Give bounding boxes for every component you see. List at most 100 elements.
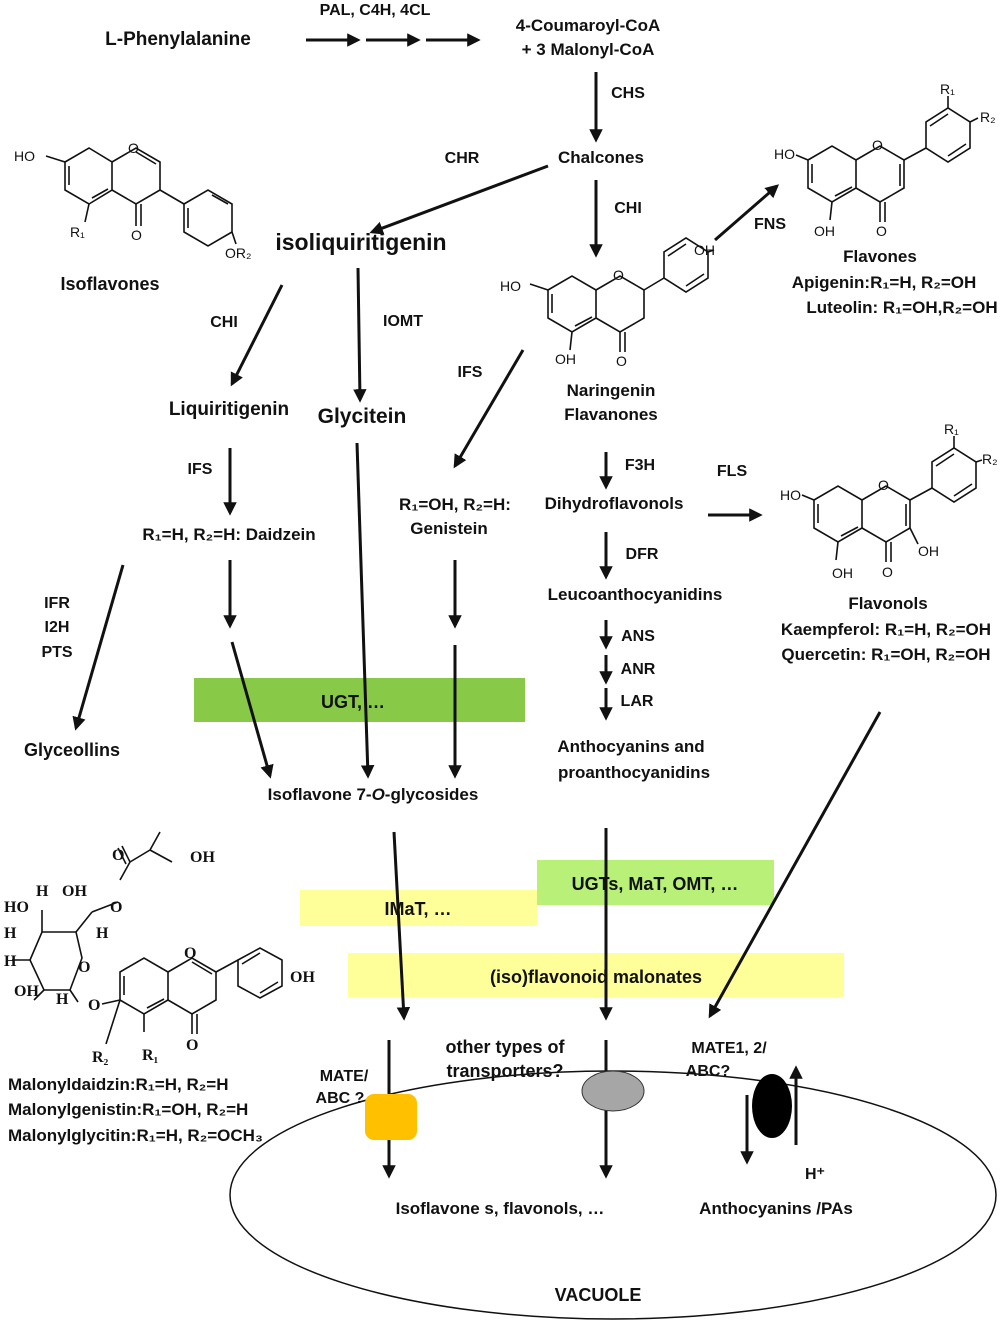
enzyme-chr: CHR bbox=[445, 150, 480, 167]
svg-text:H: H bbox=[4, 925, 17, 942]
enzyme-i2h: I2H bbox=[45, 619, 70, 636]
enzyme-chi-main: CHI bbox=[614, 200, 642, 217]
isoflavones-label: Isoflavones bbox=[60, 274, 159, 294]
svg-text:OH: OH bbox=[832, 565, 853, 581]
ugt-label: UGT, … bbox=[321, 692, 385, 712]
svg-text:O: O bbox=[186, 1037, 198, 1054]
svg-text:O: O bbox=[78, 959, 90, 976]
pathway-arrows bbox=[72, 33, 882, 1179]
mate-label-2: ABC ? bbox=[316, 1090, 365, 1107]
svg-text:OH: OH bbox=[190, 849, 215, 866]
malonates-box bbox=[348, 953, 844, 997]
svg-text:O: O bbox=[616, 353, 627, 369]
flavone-structure: HO O O OH R₁ R₂ bbox=[774, 81, 996, 239]
isoliquiritigenin-label: isoliquiritigenin bbox=[275, 229, 446, 255]
glycosides-label: Isoflavone 7-O-glycosides bbox=[268, 785, 479, 804]
enzyme-ans: ANS bbox=[621, 628, 655, 645]
svg-text:OH: OH bbox=[918, 543, 939, 559]
leucoanthocyanidins-label: Leucoanthocyanidins bbox=[548, 585, 723, 604]
naringenin-structure: HO O O OH OH bbox=[500, 237, 715, 369]
malonyldaidzin-label: Malonyldaidzin:R₁=H, R₂=H bbox=[8, 1075, 229, 1094]
ugts-box bbox=[537, 860, 774, 905]
mate12-label-1: MATE1, 2/ bbox=[691, 1040, 767, 1057]
malonylglycitin-label: Malonylglycitin:R₁=H, R₂=OCH₃ bbox=[8, 1126, 263, 1145]
liquiritigenin-label: Liquiritigenin bbox=[169, 399, 289, 420]
coumaroyl-label-1: 4-Coumaroyl-CoA bbox=[516, 16, 661, 35]
svg-text:HO: HO bbox=[14, 148, 35, 164]
mate-label-1: MATE/ bbox=[320, 1068, 369, 1085]
svg-text:R₂: R₂ bbox=[982, 451, 998, 467]
malonylgenistin-label: Malonylgenistin:R₁=OH, R₂=H bbox=[8, 1100, 248, 1119]
svg-text:H: H bbox=[96, 925, 109, 942]
enzyme-pts: PTS bbox=[41, 644, 72, 661]
genistein-label-2: Genistein bbox=[410, 519, 487, 538]
daidzein-label: R₁=H, R₂=H: Daidzein bbox=[142, 525, 315, 544]
enzyme-ifs-mid: IFS bbox=[458, 364, 483, 381]
glyceollins-label: Glyceollins bbox=[24, 740, 120, 760]
svg-text:H: H bbox=[56, 991, 69, 1008]
svg-text:O: O bbox=[131, 227, 142, 243]
flavonol-structure: HO O O OH OH R₁ R₂ bbox=[780, 421, 998, 581]
svg-text:HO: HO bbox=[774, 146, 795, 162]
svg-text:O: O bbox=[110, 899, 122, 916]
vacuole-isoflavones-label: Isoflavone s, flavonols, … bbox=[396, 1199, 605, 1218]
enzyme-fns: FNS bbox=[754, 216, 786, 233]
genistein-label-1: R₁=OH, R₂=H: bbox=[399, 495, 511, 514]
mate12-transporter bbox=[752, 1074, 792, 1138]
dihydroflavonols-label: Dihydroflavonols bbox=[545, 494, 684, 513]
enzyme-f3h: F3H bbox=[625, 457, 655, 474]
mate12-label-2: ABC? bbox=[686, 1063, 730, 1080]
svg-text:R₂: R₂ bbox=[980, 109, 996, 125]
svg-text:H: H bbox=[4, 953, 17, 970]
svg-text:O: O bbox=[878, 477, 889, 493]
enzyme-fls: FLS bbox=[717, 463, 748, 480]
other-transporters-label-1: other types of bbox=[445, 1037, 565, 1057]
apigenin-label: Apigenin:R₁=H, R₂=OH bbox=[792, 273, 977, 292]
svg-text:O: O bbox=[872, 137, 883, 153]
isoflavone-structure: HO O O R₁ OR₂ bbox=[14, 140, 251, 261]
svg-text:OH: OH bbox=[62, 883, 87, 900]
svg-text:HO: HO bbox=[500, 278, 521, 294]
naringenin-label-2: Flavanones bbox=[564, 405, 658, 424]
svg-text:R₁: R₁ bbox=[70, 224, 85, 240]
svg-text:O: O bbox=[876, 223, 887, 239]
svg-text:O: O bbox=[112, 847, 124, 864]
malonyl-glycoside-structure: OH O O H OH HO H H H O OH H O O O OH R₂ … bbox=[4, 831, 315, 1066]
svg-text:O: O bbox=[88, 997, 100, 1014]
imat-box bbox=[300, 890, 537, 926]
other-transporter bbox=[581, 1070, 645, 1112]
svg-text:OH: OH bbox=[694, 242, 715, 258]
svg-text:OH: OH bbox=[290, 969, 315, 986]
svg-text:OR₂: OR₂ bbox=[225, 245, 251, 261]
svg-text:R₁: R₁ bbox=[944, 421, 959, 437]
svg-text:R₂: R₂ bbox=[92, 1049, 109, 1066]
mate-abc-transporter bbox=[365, 1094, 417, 1140]
proton-label: H⁺ bbox=[805, 1166, 825, 1183]
svg-text:H: H bbox=[36, 883, 49, 900]
imat-label: IMaT, … bbox=[384, 899, 451, 919]
coumaroyl-label-2: + 3 Malonyl-CoA bbox=[522, 40, 655, 59]
flavonols-label: Flavonols bbox=[848, 594, 927, 613]
svg-text:R₁: R₁ bbox=[940, 81, 955, 97]
anthocyanins-label-2: proanthocyanidins bbox=[558, 763, 710, 782]
enzyme-ifs-left: IFS bbox=[188, 461, 213, 478]
enzyme-chi-left: CHI bbox=[210, 314, 238, 331]
svg-text:HO: HO bbox=[780, 487, 801, 503]
vacuole-anthocyanins-label: Anthocyanins /PAs bbox=[699, 1199, 853, 1218]
glycitein-label: Glycitein bbox=[318, 405, 407, 428]
ugts-label: UGTs, MaT, OMT, … bbox=[572, 874, 739, 894]
svg-text:O: O bbox=[882, 564, 893, 580]
naringenin-label-1: Naringenin bbox=[567, 381, 656, 400]
phenylalanine-label: L-Phenylalanine bbox=[105, 29, 251, 50]
kaempferol-label: Kaempferol: R₁=H, R₂=OH bbox=[781, 620, 991, 639]
svg-text:OH: OH bbox=[14, 983, 39, 1000]
svg-text:OH: OH bbox=[555, 351, 576, 367]
svg-text:O: O bbox=[184, 945, 196, 962]
enzyme-ifr: IFR bbox=[44, 595, 70, 612]
svg-text:R₁: R₁ bbox=[142, 1047, 159, 1064]
enzyme-dfr: DFR bbox=[626, 546, 659, 563]
anthocyanins-label-1: Anthocyanins and bbox=[557, 737, 704, 756]
svg-text:O: O bbox=[613, 267, 624, 283]
luteolin-label: Luteolin: R₁=OH,R₂=OH bbox=[806, 298, 997, 317]
